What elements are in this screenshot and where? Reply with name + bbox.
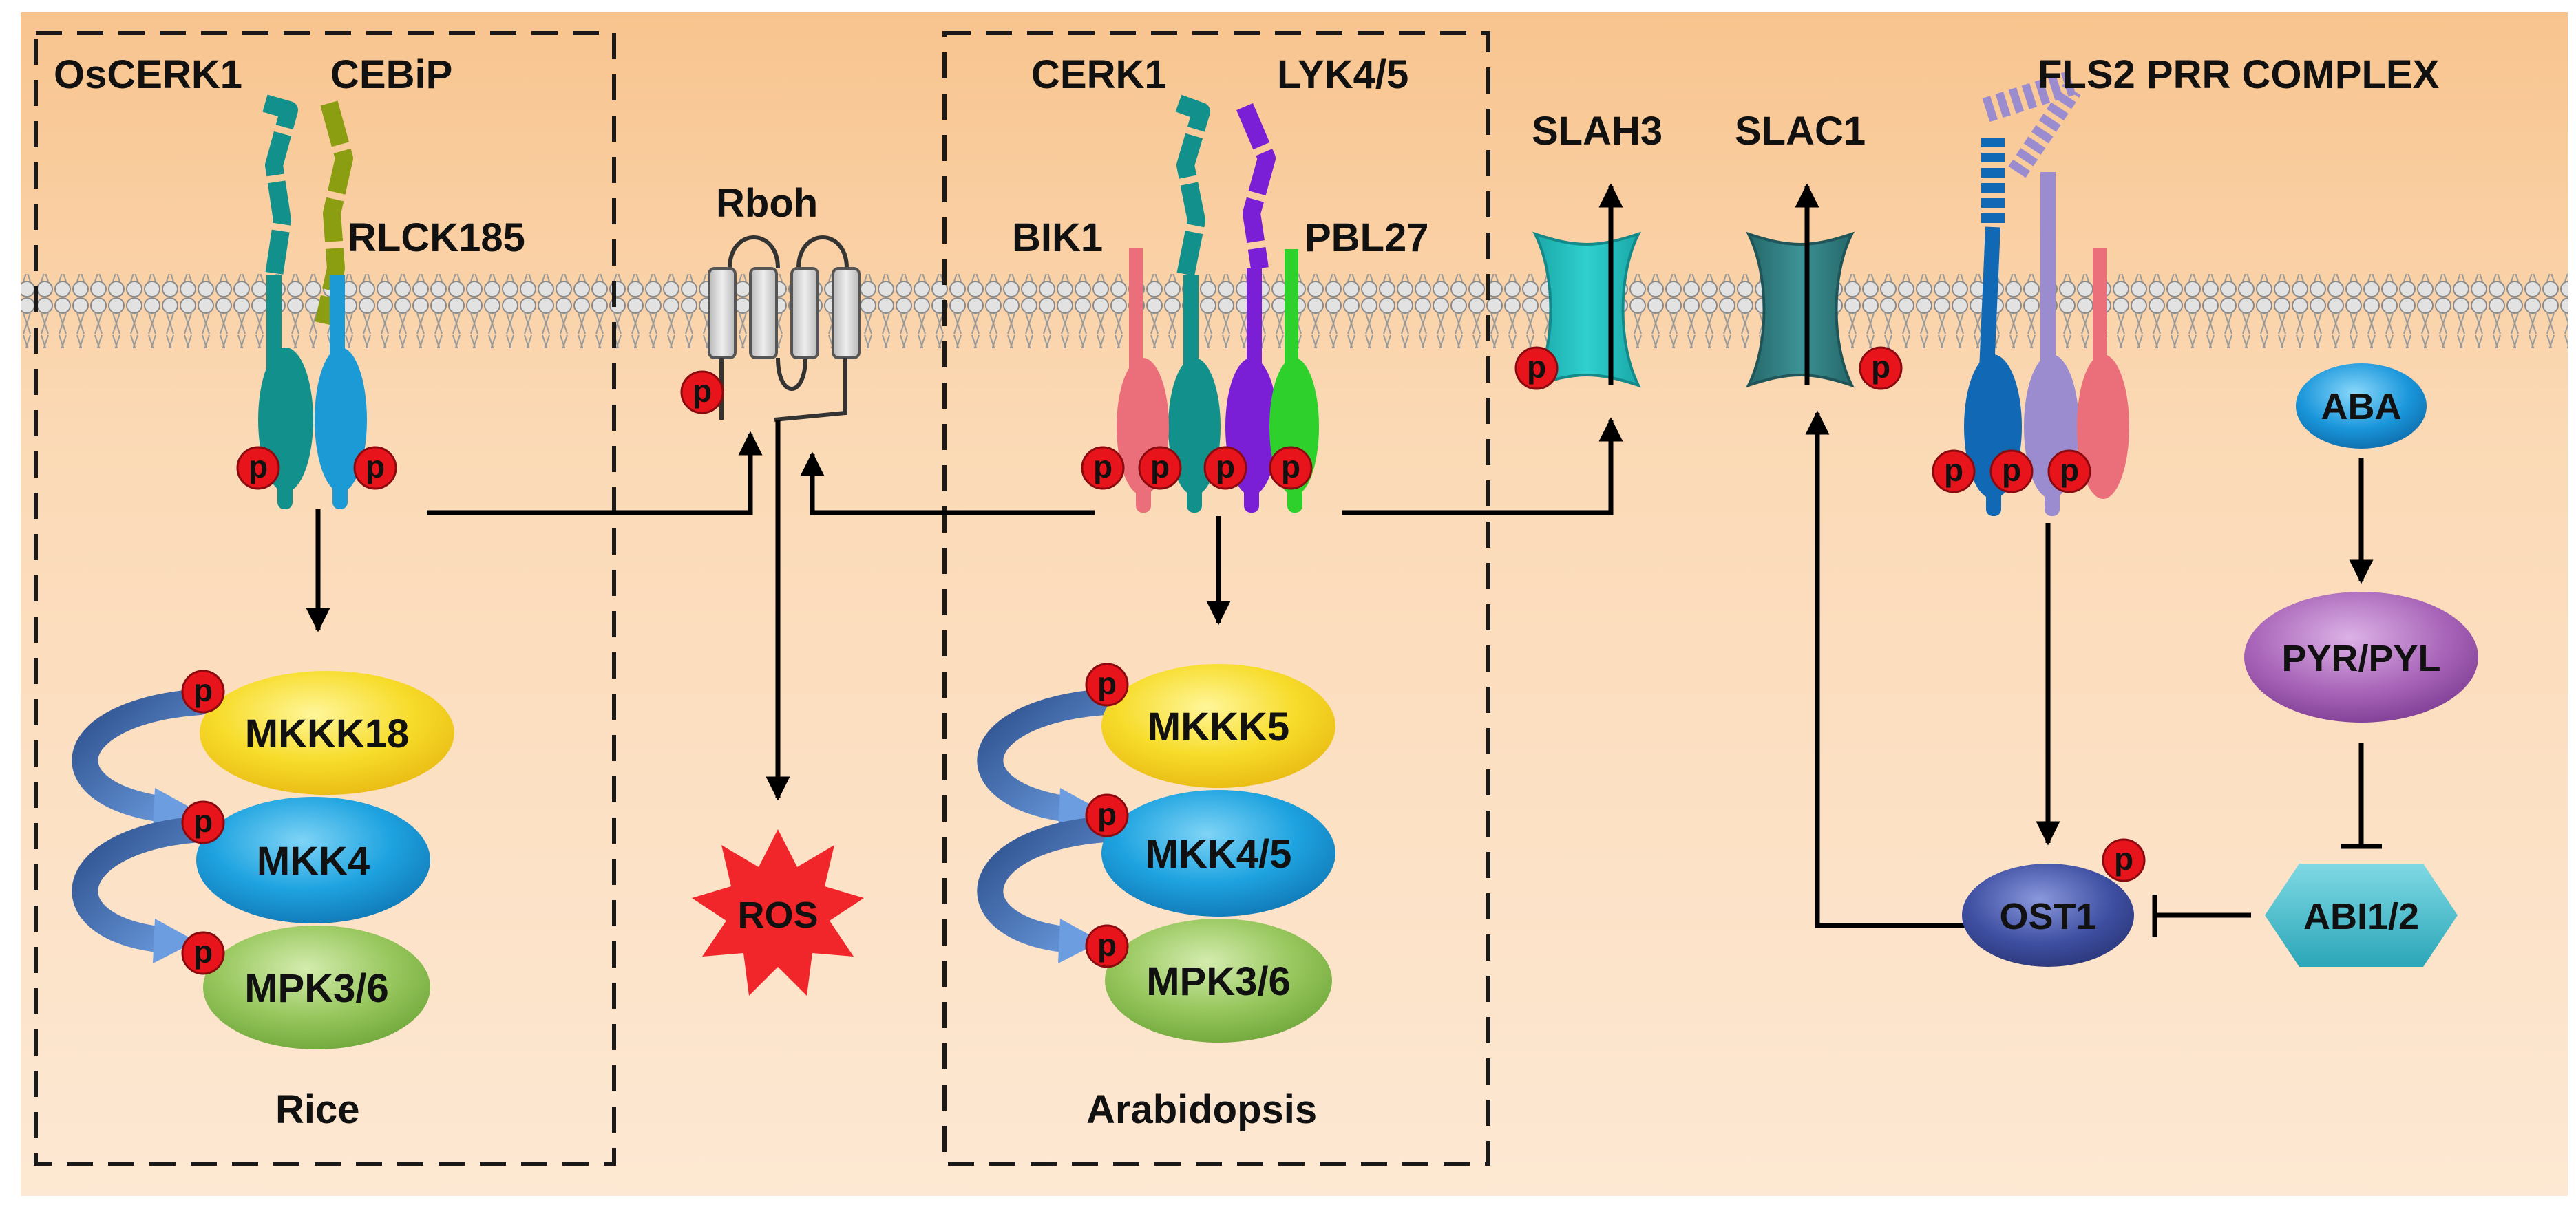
phospho-label: p [366,449,385,484]
phospho-label: p [2060,452,2079,488]
rice-cascade-curves [72,689,213,963]
phospho-badge-fls2-1: p [1932,449,1976,493]
phospho-badge-arab-bik1: p [1081,446,1125,490]
label-aba: ABA [2321,386,2402,427]
rice-cascade-mpk36-shape [203,926,430,1049]
phospho-label: p [1097,927,1117,963]
phospho-badge-slah3: p [1514,346,1559,390]
label-rice: Rice [275,1087,360,1132]
arrow-arabidopsis-to-slah3 [1342,417,1623,515]
phospho-label: p [1944,452,1963,488]
phospho-label: p [193,803,213,839]
label-bik1: BIK1 [1012,215,1103,260]
phospho-label: p [1281,449,1300,484]
label-slah3: SLAH3 [1532,109,1662,153]
phospho-label: p [193,934,213,970]
phospho-label: p [1097,665,1117,701]
rice-cascade-2-label: MKK4 [257,839,370,884]
rice-cascade-mkk4-shape [196,797,430,923]
phospho-badge-arab-lyk45: p [1203,446,1247,490]
label-cerk1: CERK1 [1031,52,1167,97]
arabidopsis-dashed-box [942,31,1490,1166]
arrow-rice-to-rboh [427,431,763,515]
phospho-badge-arab-mkkk5: p [1085,663,1129,707]
labels: OsCERK1 CEBiP RLCK185 Rboh CERK1 LYK4/5 … [54,52,2440,1132]
phospho-badge-fls2-3: p [2047,449,2091,493]
rice-cascade-3-label: MPK3/6 [244,966,389,1011]
abi12-shape [2265,864,2458,967]
phospho-badge-fls2-2: p [1989,449,2034,493]
label-fls2-complex: FLS2 PRR COMPLEX [2038,52,2440,97]
phospho-label: p [249,449,268,484]
arabidopsis-cascade-mpk36-shape [1105,919,1332,1043]
arabidopsis-cascade-mkkk5-shape [1101,664,1335,788]
phospho-badge-arab-pbl27: p [1269,446,1313,490]
phospho-badge-slac1: p [1859,346,1903,390]
phospho-label: p [1871,349,1890,385]
label-ros: ROS [737,895,818,936]
phospho-label: p [1527,349,1546,385]
arabidopsis-cascade-2-label: MKK4/5 [1146,832,1292,877]
arrows [306,183,2382,937]
label-rboh: Rboh [716,181,818,226]
phospho-badge-rice-rlck185: p [353,446,397,490]
arabidopsis-cascade-3-label: MPK3/6 [1146,959,1291,1004]
arrow-arabidopsis-to-rboh [800,451,1095,515]
ros-star [692,829,864,996]
phospho-label: p [1097,796,1117,832]
rice-cascade-mkkk18-shape [200,671,454,795]
rlck185-kinase [315,275,367,509]
label-abi12: ABI1/2 [2303,896,2419,937]
label-arabidopsis: Arabidopsis [1086,1087,1317,1132]
aba-labels: ABA PYR/PYL ABI1/2 OST1 [1999,386,2440,937]
arrow-ost1-to-slac1 [1805,410,1965,928]
phospho-badge-ost1: p [2102,838,2146,882]
phospho-badge-rice-oscerk1: p [236,446,280,490]
rice-dashed-box [34,31,616,1166]
slac1-channel [1746,231,1855,388]
oscerk1-receptor [258,94,313,509]
label-pbl27: PBL27 [1305,215,1429,260]
rboh-transporter [708,235,861,422]
label-slac1: SLAC1 [1735,109,1866,153]
cascade-labels: MKKK18 MKK4 MPK3/6 MKKK5 MKK4/5 MPK3/6 [244,705,1291,1011]
phospho-label: p [693,373,712,409]
label-lyk45: LYK4/5 [1277,52,1408,97]
label-ost1: OST1 [1999,896,2096,937]
phospho-badge-arab-cerk1: p [1138,446,1182,490]
phospho-label: p [2002,452,2021,488]
pyr-pyl-shape [2244,592,2478,723]
phospho-marks: p p p p p p p p p p p p p p p p p p p [181,346,2146,975]
phospho-label: p [1093,449,1112,484]
phospho-badge-rice-mkk4: p [181,800,225,844]
phospho-label: p [2114,841,2133,877]
arabidopsis-cascade-mkk45-shape [1101,790,1335,917]
rice-cascade-1-label: MKKK18 [245,712,410,756]
phospho-badge-rboh: p [680,370,724,414]
phospho-label: p [193,672,213,708]
phospho-label: p [1150,449,1170,484]
arabidopsis-cascade-curves [977,689,1118,963]
label-cebip: CEBiP [330,52,452,97]
phospho-badge-rice-mpk36: p [181,931,225,975]
ost1-shape [1962,864,2134,967]
aba-shape [2296,363,2427,449]
phospho-badge-rice-mkkk18: p [181,670,225,714]
phospho-badge-arab-mkk45: p [1085,793,1129,837]
phospho-label: p [1216,449,1235,484]
label-pyr-pyl: PYR/PYL [2281,638,2440,679]
phospho-badge-arab-mpk36: p [1085,924,1129,968]
label-rlck185: RLCK185 [348,215,525,260]
label-oscerk1: OsCERK1 [54,52,242,97]
arabidopsis-cascade-1-label: MKKK5 [1148,705,1289,749]
